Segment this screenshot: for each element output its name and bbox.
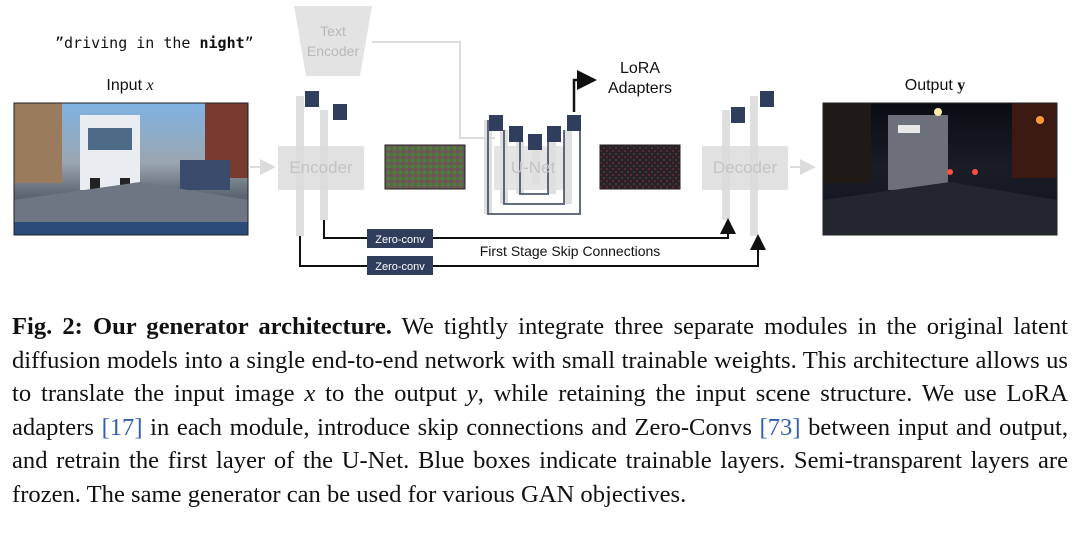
lora-arrow [572, 70, 597, 112]
zero-conv-label-2: Zero-conv [375, 261, 425, 273]
architecture-diagram: ”driving in the night” Text Encoder Inpu… [13, 6, 1058, 275]
decoder-lora-box [731, 107, 745, 123]
lora-label-1: LoRA [620, 60, 660, 77]
text-encoder-block [294, 6, 372, 76]
citation-link[interactable]: [17] [101, 413, 143, 441]
decoder-lora-box [760, 91, 774, 107]
input-label: Input x [106, 77, 153, 94]
decoder-label: Decoder [713, 158, 778, 177]
lora-label-2: Adapters [608, 80, 672, 97]
zero-conv-box-1 [367, 229, 433, 248]
skip-connections-label: First Stage Skip Connections [480, 243, 661, 259]
encoder-lora-box [305, 91, 319, 107]
math-var-x: x [304, 380, 316, 407]
caption-text: between input and output, and retrain th… [12, 413, 1068, 508]
skip-connection-1 [323, 218, 736, 239]
input-image [13, 102, 249, 236]
decoder-layer-bar [750, 96, 758, 236]
latent-output [599, 144, 681, 190]
citation-link[interactable]: [73] [759, 413, 801, 441]
unet-skip-lines [487, 120, 581, 215]
latent-input [384, 144, 466, 190]
conditioning-line [372, 41, 495, 139]
text-encoder-label-2: Encoder [307, 43, 359, 59]
caption-text: in each module, introduce skip connectio… [142, 413, 760, 441]
unet-lora-box [528, 134, 542, 150]
unet-lora-box [509, 126, 523, 142]
encoder-label: Encoder [289, 158, 353, 177]
caption-text: We tightly integrate three separate modu… [12, 313, 1068, 407]
figure-caption: Fig. 2: Our generator architecture. We t… [12, 310, 1068, 511]
figure-number: Fig. 2: [12, 313, 83, 340]
caption-text: to the output [315, 380, 467, 407]
decoder-block [702, 146, 788, 190]
output-label: Output y [905, 77, 965, 94]
encoder-layer-bar [320, 110, 328, 220]
zero-conv-label-1: Zero-conv [375, 234, 425, 246]
unet-first-layer-box [489, 115, 503, 131]
caption-text: , while retaining the input scene struct… [12, 380, 1068, 441]
decoder-layer-bar [722, 110, 730, 220]
text-encoder-label-1: Text [320, 23, 346, 39]
zero-conv-box-2 [367, 256, 433, 275]
skip-connection-2 [299, 234, 766, 267]
output-image [822, 102, 1058, 236]
math-var-y: y [466, 380, 478, 407]
encoder-layer-bar [296, 96, 304, 236]
text-prompt: ”driving in the night” [55, 34, 254, 52]
unet-label: U-Net [511, 158, 556, 177]
figure-title: Our generator architecture. [92, 313, 392, 340]
unet-lora-box [547, 126, 561, 142]
unet-lora-box [567, 115, 581, 131]
encoder-lora-box [333, 104, 347, 120]
